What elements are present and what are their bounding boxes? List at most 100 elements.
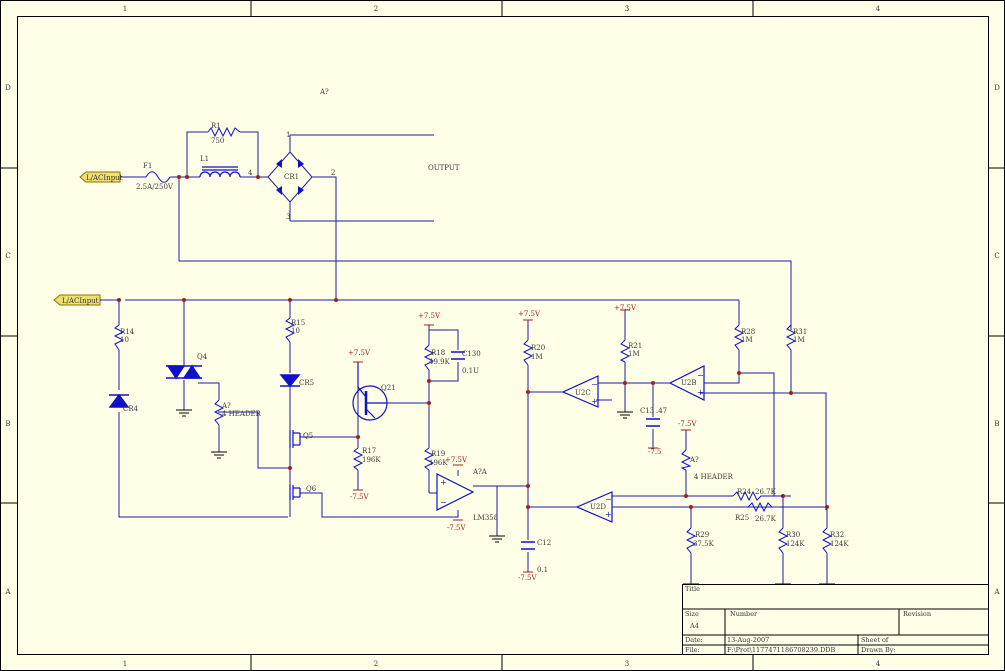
resistor-r21 [619, 339, 631, 363]
label-r25: R25 [735, 514, 749, 522]
resistor-r19 [423, 447, 435, 471]
zone-row-right-b: B [994, 420, 999, 428]
zone-row-right-d: D [994, 84, 1000, 92]
label-neg-u2a: -7.5V [447, 524, 466, 532]
zone-row-left-b: B [5, 420, 10, 428]
resistor-r29 [685, 527, 697, 554]
ground-a7 [211, 451, 227, 459]
resistor-r31 [785, 324, 797, 351]
opamps [436, 365, 705, 523]
label-r20-val: 1M [531, 353, 543, 361]
label-l1: L1 [200, 155, 209, 163]
diode-cr4 [108, 393, 130, 408]
label-lm358: LM358 [473, 514, 498, 522]
title-block-number-label: Number [730, 610, 758, 618]
svg-text:−: − [440, 498, 447, 507]
zone-col-bottom-3: 3 [625, 660, 629, 668]
title-block-size-value: A4 [689, 622, 699, 630]
label-r31-val: 1M [793, 336, 805, 344]
resistor-r20 [522, 339, 534, 366]
title-block-sheet-label: Sheet of [861, 636, 889, 644]
inductor-l1 [199, 166, 241, 178]
label-pwr-r18: +7.5V [418, 312, 441, 320]
capacitor-c130 [451, 351, 465, 360]
label-u2a: A?A [472, 468, 488, 476]
ground-q4 [176, 409, 192, 417]
zone-row-left-a: A [4, 588, 11, 596]
label-r19: R19 [431, 450, 445, 458]
label-pwr-u2a: +7.5V [445, 456, 468, 464]
label-pwr-q21: +7.5V [348, 349, 371, 357]
label-r30: R30 [786, 531, 800, 539]
resistor-r28 [733, 324, 745, 351]
label-r18: R18 [431, 349, 445, 357]
svg-text:+: + [440, 478, 447, 487]
label-u2d: U2D [590, 503, 606, 511]
svg-text:−: − [605, 495, 612, 504]
label-r17-val: 196K [362, 456, 381, 464]
zone-row-right-a: A [993, 588, 1000, 596]
label-q21: Q21 [381, 384, 396, 392]
label-r24-val: 26.7K [755, 488, 777, 496]
resistor-r32 [821, 527, 833, 554]
label-r32-val: 124K [830, 540, 849, 548]
zone-col-top-2: 2 [374, 5, 378, 13]
label-r14-val: 10 [120, 336, 129, 344]
label-r28-val: 1M [741, 336, 753, 344]
title-block: Title Size A4 Number Revision Date: 13-A… [682, 584, 989, 655]
label-a7-mid: A? [221, 402, 231, 410]
capacitor-c13 [646, 418, 660, 427]
label-r32: R32 [830, 531, 844, 539]
label-r21-val: 1M [628, 350, 640, 358]
port-ac-input-bottom-label: L/ACInput [62, 297, 99, 305]
label-r31: R31 [793, 328, 807, 336]
label-c13-val: .47 [656, 407, 667, 415]
label-r1: R1 [211, 122, 221, 130]
opamp-u2c [561, 375, 599, 408]
label-a7-right: A? [689, 456, 699, 464]
resistor-r1 [207, 126, 241, 138]
port-ac-input-top-label: L/ACInput [86, 174, 123, 182]
header-a7-right [680, 449, 692, 471]
label-q5: Q5 [303, 432, 313, 440]
mosfet-q6 [289, 485, 301, 500]
label-pin3: 3 [286, 213, 290, 221]
label-u2c: U2C [575, 389, 591, 397]
label-r20: R20 [531, 344, 545, 352]
resistor-r25 [747, 501, 773, 513]
svg-text:+: + [605, 510, 612, 519]
vertical-resistors [113, 317, 833, 554]
label-c12: C12 [537, 539, 551, 547]
zone-labels: 1 2 3 4 1 2 3 4 D C B A D C B A [4, 5, 1000, 668]
zone-col-top-4: 4 [876, 5, 881, 13]
diode-cr5 [279, 374, 301, 388]
transistor-q21 [352, 362, 388, 421]
diodes [108, 364, 301, 408]
title-block-title-label: Title [685, 585, 700, 593]
label-hdr4a: 4 HEADER [222, 410, 262, 418]
label-r24: R24 [737, 488, 752, 496]
label-neg-hdr: -7.5V [678, 420, 697, 428]
zone-row-left-d: D [5, 84, 11, 92]
label-c130: C130 [462, 350, 481, 358]
triac-q4 [166, 364, 202, 380]
resistor-r17 [352, 447, 364, 471]
label-r15: R15 [291, 319, 305, 327]
opamp-pins: +− −+ −+ −+ [440, 371, 704, 519]
title-block-date-value: 13-Aug-2007 [727, 636, 769, 644]
mosfet-q5 [289, 430, 301, 448]
power-symbols [353, 309, 691, 573]
label-a7-top: A? [319, 88, 329, 96]
title-block-drawn-label: Drawn By: [861, 646, 896, 654]
label-r30-val: 124K [786, 540, 805, 548]
title-block-size-label: Size [685, 610, 699, 618]
ground-u2a [489, 535, 505, 543]
label-r17: R17 [362, 447, 376, 455]
label-c130-val: 0.1U [462, 367, 479, 375]
label-r21: R21 [628, 342, 642, 350]
resistor-r24 [732, 490, 783, 502]
zone-row-right-c: C [994, 252, 999, 260]
zone-row-left-c: C [5, 252, 10, 260]
